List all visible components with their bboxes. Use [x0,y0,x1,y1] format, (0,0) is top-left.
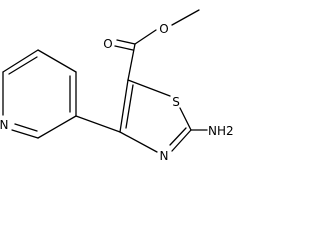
bond-carbonyl-c5 [127,43,136,81]
bond-methyl-o [171,9,200,26]
bond-py-double-3 [14,123,38,132]
bond-c5-s [127,79,171,97]
bond-o-carbonyl-c [134,29,157,45]
bond-c2-n3-a [171,129,192,152]
bond-py-c4-c5 [37,49,77,73]
atom-o-carbonyl-label: O [103,37,112,51]
bond-c4-pyridine [75,115,121,133]
atom-n-thiazole-label: N [160,149,169,163]
bond-c4-c5-b [125,84,134,129]
bond-c4-c5-a [119,79,129,133]
bond-py-n-c2 [11,129,39,139]
bond-py-c5-c6 [2,49,39,73]
bond-py-c2-c3 [37,115,77,139]
bond-py-double-2 [8,56,38,75]
atom-n-pyridine-label: N [0,118,8,132]
bond-c2-n3-b [169,127,187,146]
atom-amino-label: NH2 [208,124,234,138]
atom-s-label: S [172,95,180,109]
bond-n3-c4 [119,131,158,153]
bond-carbonyl-double-2 [114,45,134,51]
bond-carbonyl-double-1 [116,39,136,45]
chemical-structure: O O S N N NH2 [0,9,234,163]
bond-s-c2 [179,107,192,131]
atom-o-methyl-label: O [159,22,168,36]
